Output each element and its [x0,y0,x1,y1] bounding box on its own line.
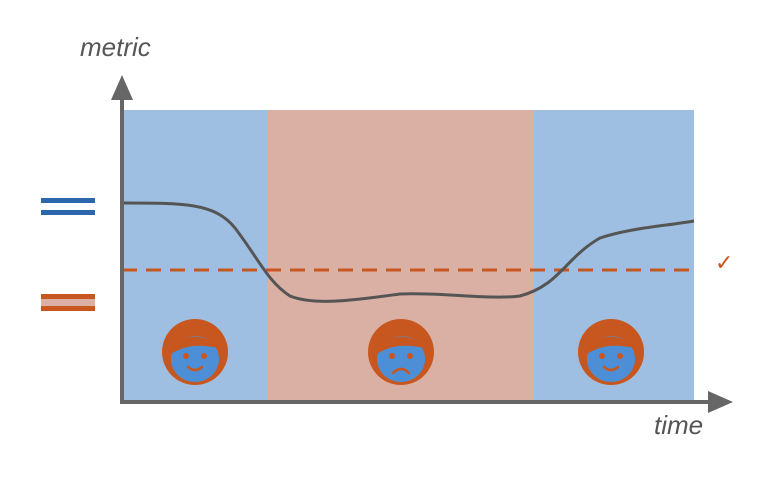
orange-double-line-icon [41,294,95,311]
happy-face-icon [162,319,228,385]
y-axis-arrow-icon [111,75,133,100]
happy-face-icon [578,319,644,385]
x-axis-label: time [654,410,704,440]
check-mark-icon: ✓ [715,251,734,276]
sad-face-icon [368,319,434,385]
blue-double-line-icon [41,198,95,215]
axes [111,75,733,413]
x-axis-arrow-icon [708,391,733,413]
y-axis-label: metric [80,32,151,62]
metric-line [121,201,695,303]
